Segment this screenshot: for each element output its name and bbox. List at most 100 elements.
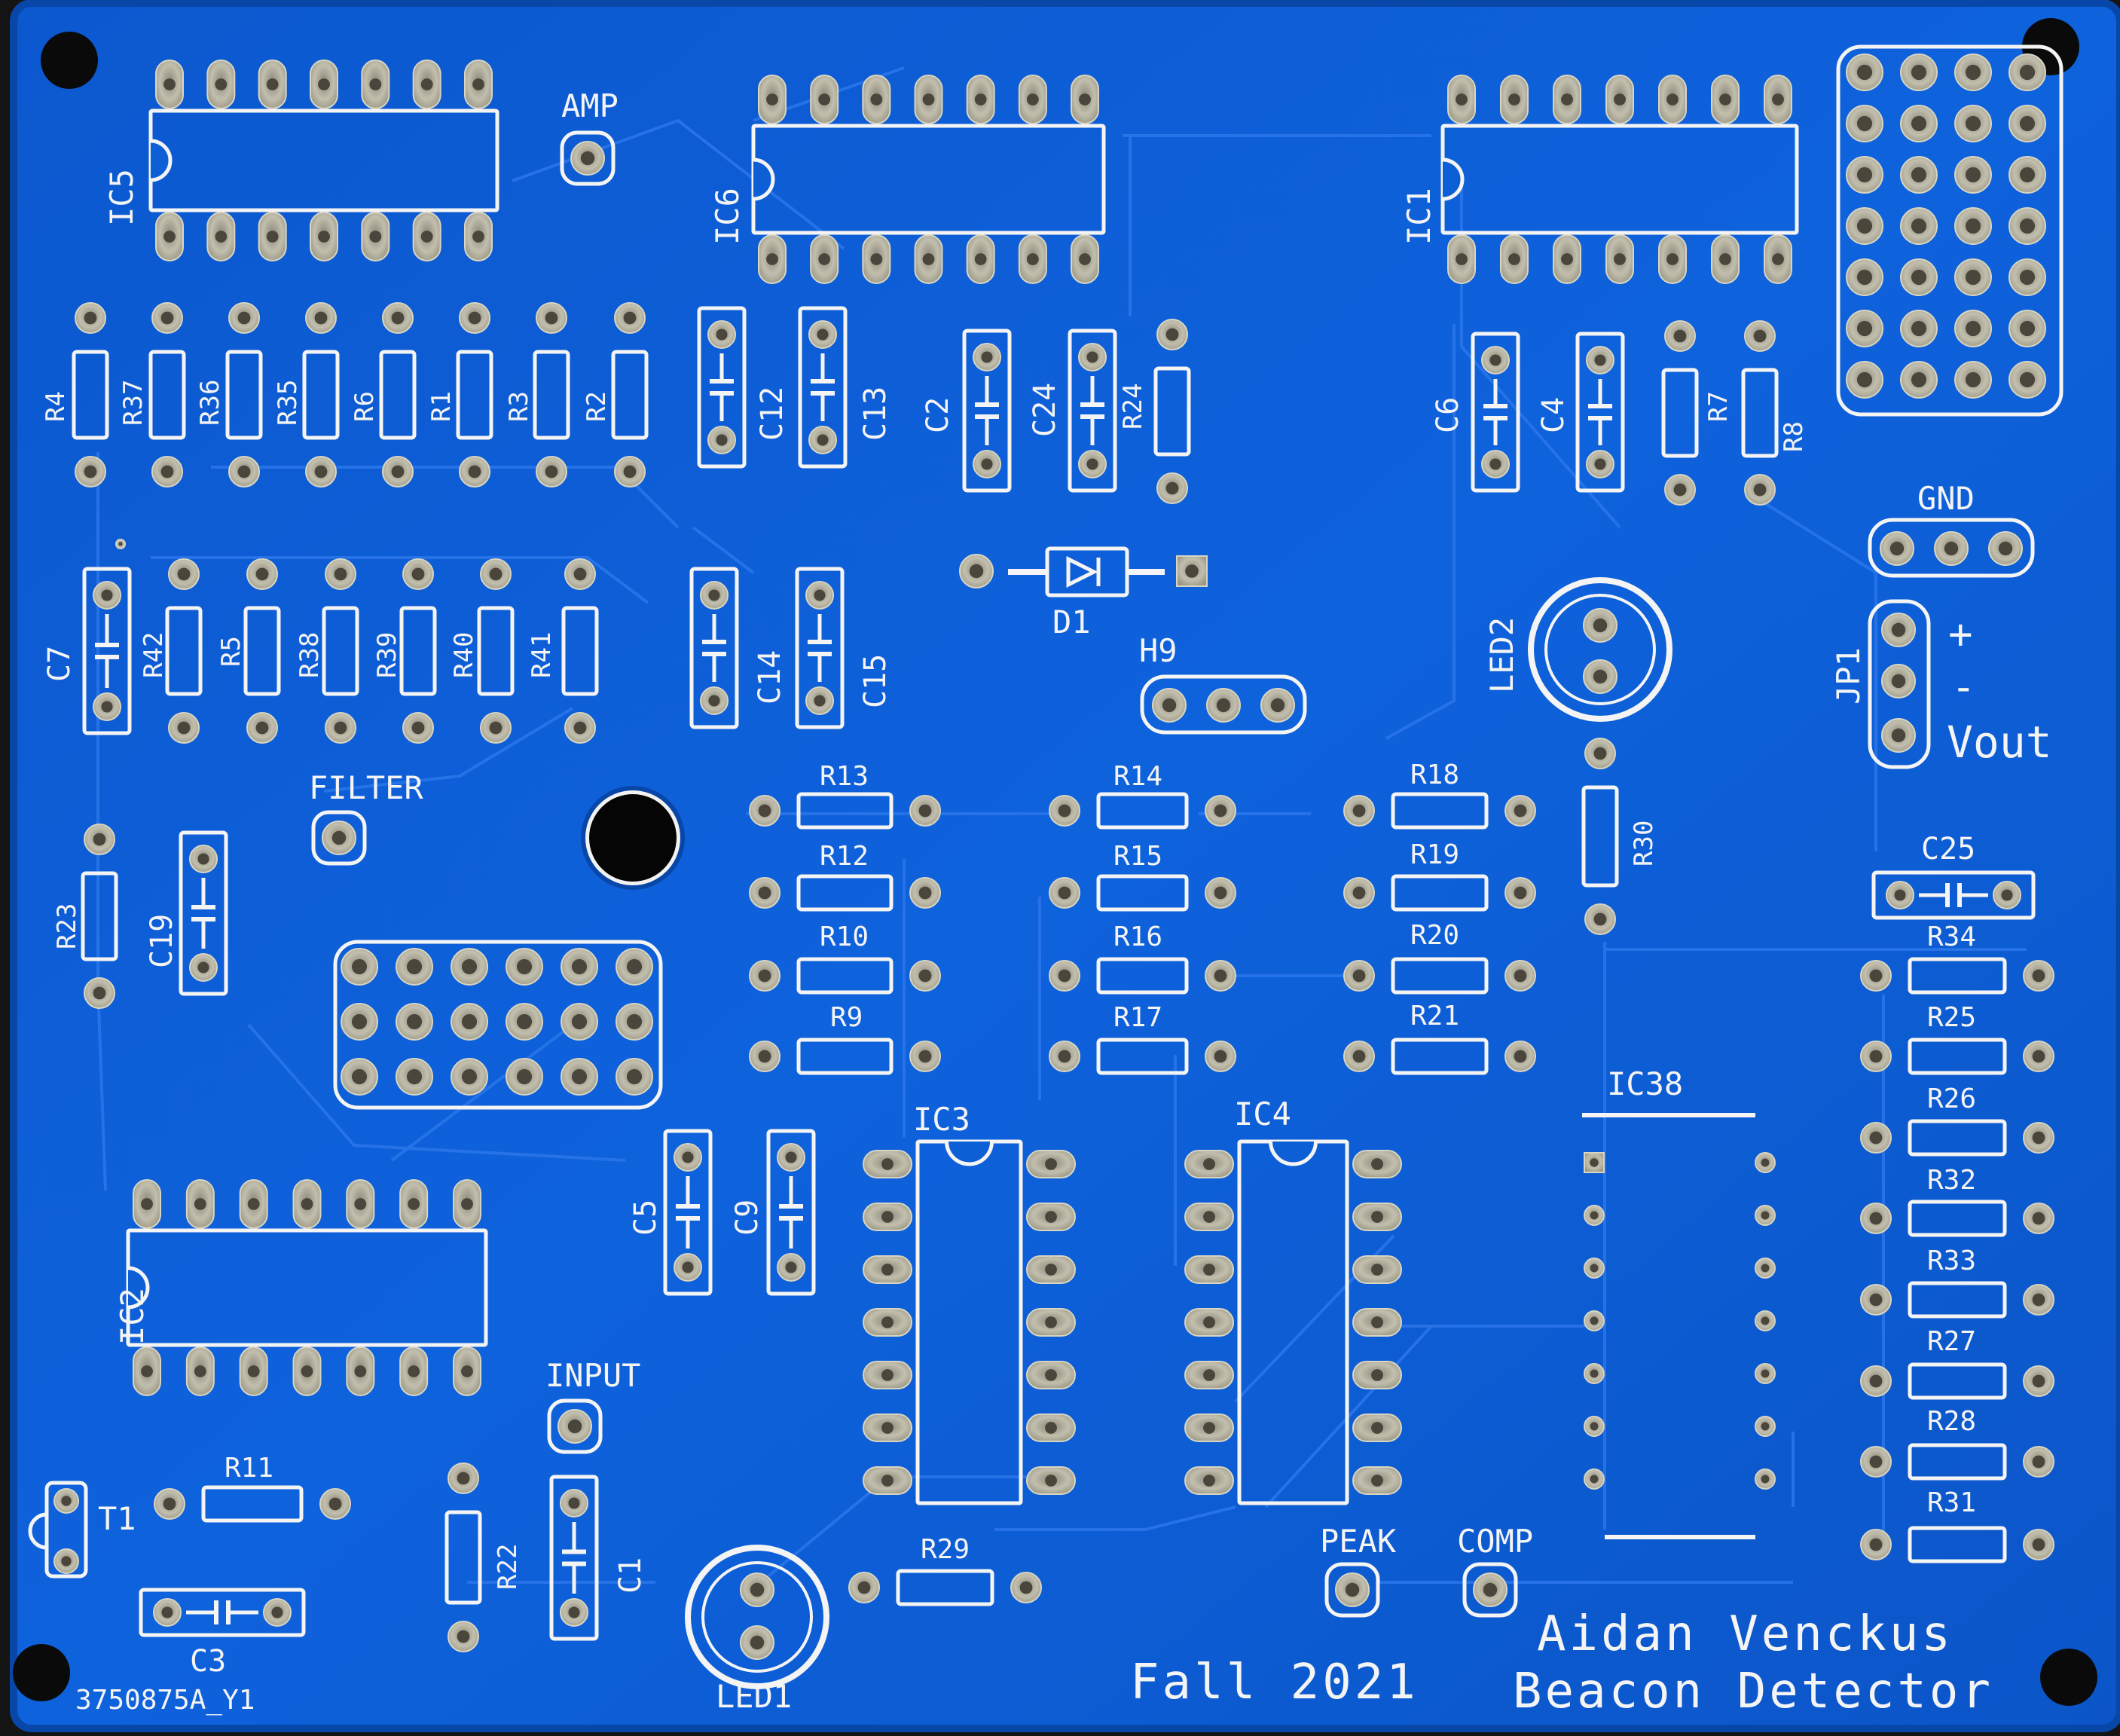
drill-hole xyxy=(2019,64,2036,81)
drill-hole xyxy=(1508,253,1520,265)
drill-hole xyxy=(2032,1050,2045,1063)
r30-label: R30 xyxy=(1629,821,1659,866)
drill-hole xyxy=(2019,371,2036,388)
r30-part-body xyxy=(1581,785,1619,888)
drill-hole xyxy=(573,567,587,581)
drill-hole xyxy=(1590,1369,1599,1378)
r41-label: R41 xyxy=(527,632,557,678)
drill-hole xyxy=(708,589,720,601)
drill-hole xyxy=(716,329,728,341)
filter-testpoint-outline xyxy=(311,810,367,866)
copper-trace xyxy=(1385,324,1456,740)
drill-hole xyxy=(194,1198,206,1210)
drill-hole xyxy=(461,1365,473,1377)
c15-label: C15 xyxy=(858,654,893,708)
r8-part-body xyxy=(1741,368,1779,458)
c25-label: C25 xyxy=(1921,832,1975,866)
r6-label: R6 xyxy=(350,391,380,422)
drill-hole xyxy=(1593,747,1607,760)
drill-hole xyxy=(623,465,637,478)
drill-hole xyxy=(1965,64,1981,81)
ic1-label: IC1 xyxy=(1401,188,1437,245)
drill-hole xyxy=(1514,886,1527,900)
top-resistor-4-body xyxy=(379,350,417,440)
drill-hole xyxy=(2032,1455,2045,1469)
drill-hole xyxy=(814,695,826,707)
drill-hole xyxy=(1614,253,1626,265)
drill-hole xyxy=(1593,618,1608,633)
drill-hole xyxy=(334,567,347,581)
drill-hole xyxy=(974,253,987,265)
drill-hole xyxy=(1614,93,1626,105)
drill-hole xyxy=(408,1365,420,1377)
drill-hole xyxy=(1590,1211,1599,1220)
drill-hole xyxy=(461,1068,478,1085)
drill-hole xyxy=(354,1365,367,1377)
drill-hole xyxy=(1856,64,1873,81)
c7-part-outline xyxy=(82,567,132,735)
drill-hole xyxy=(472,231,484,243)
drill-hole xyxy=(1761,1158,1770,1167)
drill-hole xyxy=(328,1497,342,1511)
right-resistor-0-body xyxy=(1908,957,2007,995)
drill-hole xyxy=(271,1606,283,1618)
c7-label: C7 xyxy=(42,646,77,682)
drill-hole xyxy=(758,886,771,900)
mid-resistor-2-body xyxy=(322,606,359,696)
drill-hole xyxy=(468,311,481,325)
drill-hole xyxy=(1965,269,1981,286)
drill-hole xyxy=(1590,1422,1599,1431)
drill-hole xyxy=(881,1211,894,1223)
drill-hole xyxy=(461,1198,473,1210)
drill-hole xyxy=(1856,269,1873,286)
drill-hole xyxy=(1965,371,1981,388)
drill-hole xyxy=(568,1606,580,1618)
led2-outline xyxy=(1528,577,1672,722)
drill-hole xyxy=(1216,698,1231,713)
drill-hole xyxy=(969,564,984,579)
drill-hole xyxy=(1561,253,1573,265)
col1-resistor-1-body xyxy=(796,874,894,912)
r14-label: R14 xyxy=(1113,761,1162,792)
drill-hole xyxy=(1086,351,1098,363)
copper-trace xyxy=(323,707,574,793)
drill-hole xyxy=(918,804,932,818)
amp-testpoint-outline xyxy=(560,130,616,186)
drill-hole xyxy=(1352,886,1366,900)
ic4-notch xyxy=(1269,1141,1318,1166)
r7-part-body xyxy=(1661,368,1699,458)
ic6-notch xyxy=(753,157,775,201)
r15-label: R15 xyxy=(1113,841,1162,872)
r17-label: R17 xyxy=(1113,1002,1162,1033)
drill-hole xyxy=(1965,167,1981,183)
drill-hole xyxy=(1869,1293,1883,1307)
drill-hole xyxy=(2032,1212,2045,1225)
drill-hole xyxy=(516,958,533,975)
drill-hole xyxy=(1165,481,1179,495)
c14-label: C14 xyxy=(753,650,787,704)
drill-hole xyxy=(197,961,209,973)
drill-hole xyxy=(351,958,368,975)
drill-hole xyxy=(61,1496,72,1506)
led2-inner-ring xyxy=(1544,594,1656,705)
drill-hole xyxy=(1203,1422,1215,1434)
drill-hole xyxy=(1203,1475,1215,1487)
r24-label: R24 xyxy=(1118,384,1148,429)
right-resistor-2-body xyxy=(1908,1119,2007,1157)
drill-hole xyxy=(1761,1475,1770,1484)
drill-hole xyxy=(545,311,558,325)
drill-hole xyxy=(1666,93,1679,105)
led1-outline xyxy=(685,1545,829,1689)
r11-part-body xyxy=(201,1485,304,1523)
proto-grid-left-outline xyxy=(333,940,663,1110)
drill-hole xyxy=(2032,1538,2045,1551)
drill-hole xyxy=(922,93,935,105)
ic3-label: IC3 xyxy=(913,1101,970,1138)
drill-hole xyxy=(1911,218,1927,234)
col2-resistor-3-body xyxy=(1096,1038,1189,1075)
r26-label: R26 xyxy=(1927,1083,1976,1114)
drill-hole xyxy=(1889,541,1905,556)
drill-hole xyxy=(160,311,174,325)
d1-symbol xyxy=(1066,555,1098,588)
drill-hole xyxy=(255,721,269,735)
